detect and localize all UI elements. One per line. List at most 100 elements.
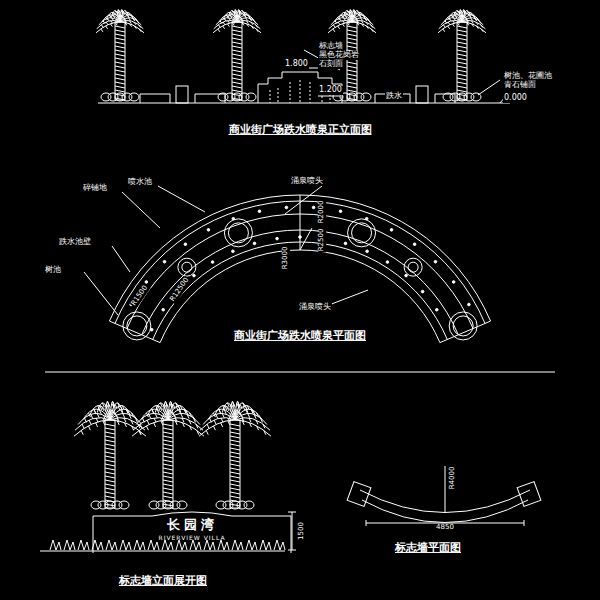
trunk-hatch <box>232 50 242 52</box>
frond-leaf <box>197 430 199 434</box>
frond-leaf <box>134 22 136 25</box>
title-text: 商业街广场跌水喷泉正立面图 <box>228 124 373 136</box>
leader-line <box>285 186 322 214</box>
frond-leaf <box>471 21 473 24</box>
frond-leaf <box>118 11 120 14</box>
palm-frond <box>223 12 237 22</box>
frond-leaf <box>369 21 371 24</box>
frond-leaf <box>207 424 209 428</box>
trunk-hatch <box>230 460 240 462</box>
frond-leaf <box>155 413 157 417</box>
jet-nozzle <box>339 210 342 213</box>
palm-frond <box>75 418 110 431</box>
palm-frond <box>214 20 237 28</box>
jet-nozzle <box>468 303 471 306</box>
jet-nozzle <box>150 328 153 331</box>
trunk-hatch <box>457 70 467 72</box>
palm-frond <box>97 20 120 28</box>
frond-leaf <box>333 29 335 32</box>
note-text: 树池、花圃池 <box>503 72 553 81</box>
trunk-hatch <box>163 488 173 490</box>
trunk-hatch <box>115 34 125 36</box>
trunk-hatch <box>232 46 242 48</box>
trunk-hatch <box>457 54 467 56</box>
trunk-hatch <box>163 492 173 494</box>
frond-leaf <box>448 26 450 29</box>
ground-plants <box>246 540 257 550</box>
frond-leaf <box>222 413 224 417</box>
palm-frond <box>448 12 462 22</box>
ground-line <box>98 103 500 104</box>
frond-leaf <box>196 424 198 428</box>
trunk-hatch <box>105 460 115 462</box>
dimension-line <box>288 512 296 550</box>
fountain-basin <box>453 316 473 336</box>
jet-nozzle <box>193 274 196 277</box>
dimension-text: R4000 <box>449 466 457 491</box>
trunk-hatch <box>105 448 115 450</box>
frond-leaf <box>103 21 105 24</box>
jet-nozzle <box>162 308 165 311</box>
ground-plants <box>134 540 145 550</box>
frond-leaf <box>247 24 249 27</box>
trunk-hatch <box>105 480 115 482</box>
frond-leaf <box>341 14 343 17</box>
frond-leaf <box>221 423 223 427</box>
dimension-text: R3000 <box>282 246 290 271</box>
fountain-basin <box>404 258 422 276</box>
frond-leaf <box>147 420 149 424</box>
trunk-hatch <box>230 480 240 482</box>
frond-leaf <box>350 11 352 14</box>
trunk-hatch <box>457 42 467 44</box>
note-text: 黑色花岗岩 <box>318 51 360 60</box>
frond-leaf <box>111 18 113 21</box>
palm-tree <box>438 10 486 101</box>
trunk-hatch <box>105 484 115 486</box>
palm-frond <box>111 11 120 22</box>
frond-leaf <box>445 21 447 24</box>
trunk-hatch <box>230 436 240 438</box>
title-text: 标志墙立面展开图 <box>118 575 208 587</box>
jet-nozzle <box>434 260 437 263</box>
palm-frond <box>155 403 168 420</box>
frond-leaf <box>131 420 133 424</box>
trunk-hatch <box>457 62 467 64</box>
frond-leaf <box>347 11 349 14</box>
frond-leaf <box>96 423 98 427</box>
palm-trunk <box>105 420 115 508</box>
frond-leaf <box>472 24 474 27</box>
trunk-hatch <box>347 30 357 32</box>
frond-leaf <box>107 401 109 405</box>
frond-leaf <box>481 25 483 28</box>
jet-nozzle <box>276 237 279 240</box>
palm-frond <box>133 418 168 431</box>
trunk-hatch <box>230 504 240 506</box>
frond-leaf <box>139 430 141 434</box>
frond-leaf <box>365 18 367 21</box>
frond-leaf <box>476 26 478 29</box>
dimension-text: R2500 <box>318 228 326 253</box>
leader-line <box>158 186 205 212</box>
trunk-hatch <box>105 436 115 438</box>
frond-leaf <box>146 426 148 430</box>
trunk-hatch <box>232 34 242 36</box>
trunk-hatch <box>105 452 115 454</box>
trunk-hatch <box>115 50 125 52</box>
trunk-hatch <box>115 54 125 56</box>
frond-leaf <box>467 22 469 25</box>
note-text: 碎铺地 <box>82 184 108 193</box>
ground-plants <box>274 540 285 550</box>
palm-frond <box>235 420 271 436</box>
note-text: 跌水池壁 <box>58 238 92 247</box>
frond-leaf <box>194 418 196 422</box>
fountain-basin <box>352 223 372 243</box>
fountain-basin <box>228 223 248 243</box>
frond-leaf <box>124 423 126 427</box>
trunk-hatch <box>230 484 240 486</box>
frond-leaf <box>227 403 229 407</box>
trunk-hatch <box>115 90 125 92</box>
jet-nozzle <box>452 281 455 284</box>
frond-leaf <box>123 413 125 417</box>
trunk-hatch <box>457 30 467 32</box>
frond-leaf <box>366 26 368 29</box>
